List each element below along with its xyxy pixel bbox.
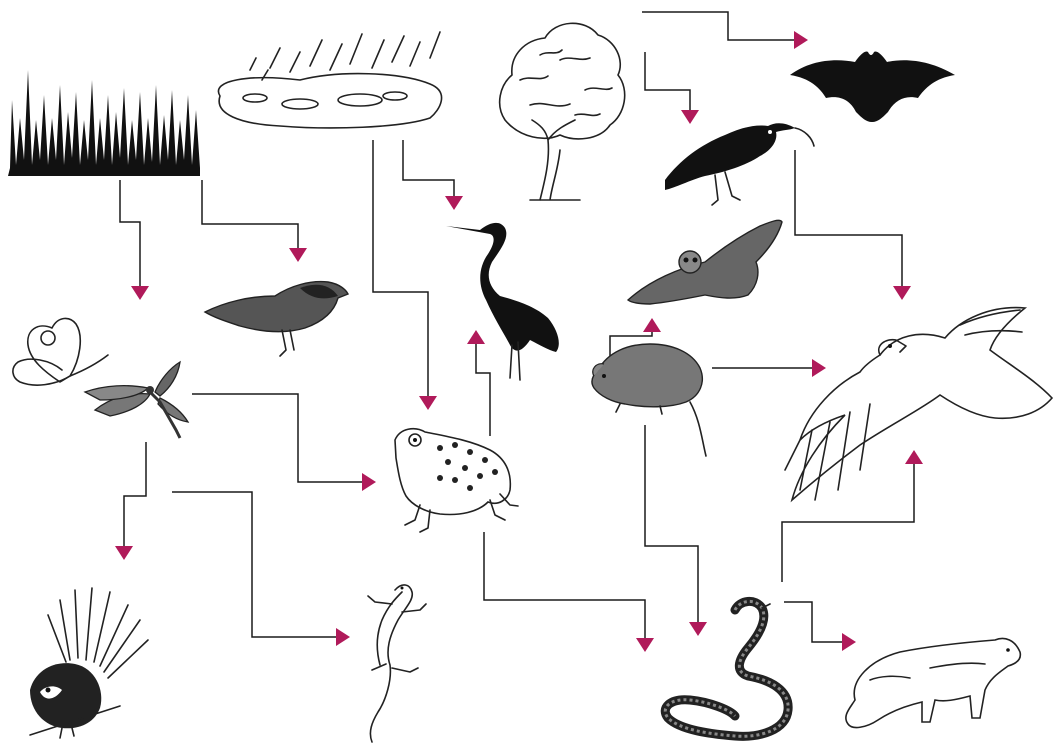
bat-icon: [790, 52, 955, 122]
mongoose-icon: [846, 639, 1020, 728]
arrowhead-grass-to-butterfly: [131, 286, 149, 300]
frog-icon: [395, 429, 518, 532]
arrowhead-rat-to-cobra: [689, 622, 707, 636]
heron-icon: [446, 223, 559, 380]
rain-pond-icon: [218, 32, 441, 128]
connector-tree-to-sunbird: [645, 52, 690, 111]
connector-frog-to-heron: [476, 343, 490, 436]
connector-rain-pond-to-frog: [373, 140, 428, 397]
connector-rat-to-cobra: [645, 425, 698, 623]
arrowhead-tree-to-sunbird: [681, 110, 699, 124]
arrowhead-rain-pond-to-heron: [445, 196, 463, 210]
butterfly-icon: [13, 318, 108, 385]
arrowhead-frog-to-cobra: [636, 638, 654, 652]
eagle-icon: [785, 308, 1052, 500]
connector-sunbird-to-eagle: [795, 150, 902, 287]
connector-grass-to-butterfly: [120, 180, 140, 287]
grass-icon: [8, 70, 200, 176]
arrowhead-sunbird-to-eagle: [893, 286, 911, 300]
arrowhead-rain-pond-to-frog: [419, 396, 437, 410]
arrowhead-frog-to-heron: [467, 330, 485, 344]
dragonfly-icon: [85, 362, 188, 438]
connector-tree-to-bat: [642, 12, 795, 40]
arrowhead-rat-to-owl: [643, 318, 661, 332]
arrowhead-dragonfly-to-lizard: [336, 628, 350, 646]
connector-dragonfly-to-frog: [192, 394, 363, 482]
sunbird-icon: [665, 123, 814, 205]
arrowhead-dragonfly-to-frog: [362, 473, 376, 491]
cobra-icon: [665, 601, 788, 736]
lizard-icon: [368, 585, 426, 742]
connector-rain-pond-to-heron: [403, 140, 454, 197]
rat-icon: [592, 344, 706, 456]
connector-cobra-to-mongoose: [784, 602, 843, 642]
connector-dragonfly-to-fantail: [124, 442, 146, 547]
tree-icon: [500, 23, 625, 200]
arrowhead-grass-to-sparrow: [289, 248, 307, 262]
owl-icon: [628, 220, 782, 304]
connector-grass-to-sparrow: [202, 180, 298, 249]
arrowhead-dragonfly-to-fantail: [115, 546, 133, 560]
fantail-icon: [30, 588, 148, 738]
arrowhead-cobra-to-eagle: [905, 450, 923, 464]
connector-frog-to-cobra: [484, 532, 645, 639]
arrowhead-rat-to-eagle: [812, 359, 826, 377]
arrowhead-cobra-to-mongoose: [842, 633, 856, 651]
sparrow-icon: [205, 282, 348, 356]
connector-dragonfly-to-lizard: [172, 492, 337, 637]
arrowhead-tree-to-bat: [794, 31, 808, 49]
